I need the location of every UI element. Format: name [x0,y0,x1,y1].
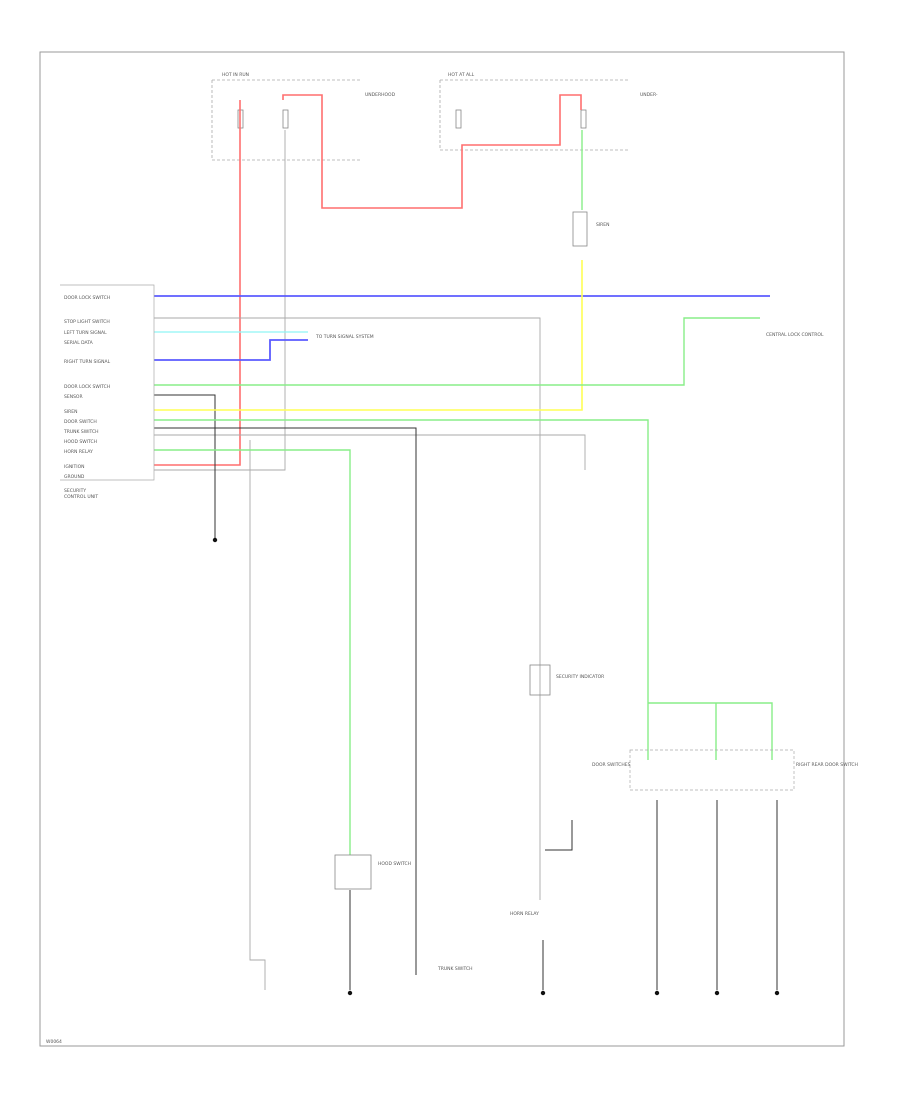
wire-blue [154,295,770,361]
control-unit-caption: SECURITY [64,488,86,494]
fuse-7 [455,109,462,129]
pin-label-9: TRUNK SWITCH [63,429,99,435]
pin-label-7: SIREN [64,409,78,415]
fuse-5 [282,109,289,129]
wire-green [154,130,773,855]
pin-label-12: IGNITION [64,464,85,470]
security-indicator-label: SECURITY INDICATOR [556,674,604,680]
block-label-3: HOT AT ALL [448,72,475,78]
trunk-switch-label: TRUNK SWITCH [437,966,473,972]
central-lock-label: CENTRAL LOCK CONTROL [766,332,824,338]
pin-label-4: RIGHT TURN SIGNAL [64,359,111,365]
wire-yellow [154,260,583,411]
horn-relay-label: HORN RELAY [510,911,539,917]
siren-component [572,211,588,247]
door-switch-group [629,749,795,791]
block-label-1: HOT IN RUN [222,72,249,78]
pin-label-13: GROUND [64,474,85,480]
wire-red [154,94,582,466]
control-unit-box [60,284,155,481]
fuse-box-left [211,79,360,161]
ground-symbols [212,537,780,996]
diagram-frame [39,51,845,1047]
fuse-11 [580,109,587,129]
door-switches-label: DOOR SWITCHES [592,762,631,768]
pin-label-2: LEFT TURN SIGNAL [64,330,107,336]
hood-switch-label: HOOD SWITCH [378,861,411,867]
control-unit-caption-2: CONTROL UNIT [64,494,98,500]
pin-label-6: SENSOR [64,394,83,400]
siren-label: SIREN [596,222,610,228]
wire-gray [154,130,586,990]
wire-black [154,394,778,990]
block-label-4: UNDER- [640,92,658,98]
turn-signal-label: TO TURN SIGNAL SYSTEM [315,334,374,340]
fuse-box-right [439,79,630,151]
footer-code: W0064 [46,1039,62,1045]
right-rear-door-label: RIGHT REAR DOOR SWITCH [796,762,858,768]
pin-label-1: STOP LIGHT SWITCH [64,319,110,325]
block-label-2: UNDERHOOD [365,92,396,98]
hood-switch-component [334,854,372,890]
pin-label-5: DOOR LOCK SWITCH [64,384,110,390]
pin-label-8: DOOR SWITCH [64,419,97,425]
pin-label-0: DOOR LOCK SWITCH [64,295,110,301]
pin-label-3: SERIAL DATA [64,340,94,346]
pin-label-11: HORN RELAY [64,449,93,455]
security-indicator-component [529,664,551,696]
pin-label-10: HOOD SWITCH [64,439,97,445]
